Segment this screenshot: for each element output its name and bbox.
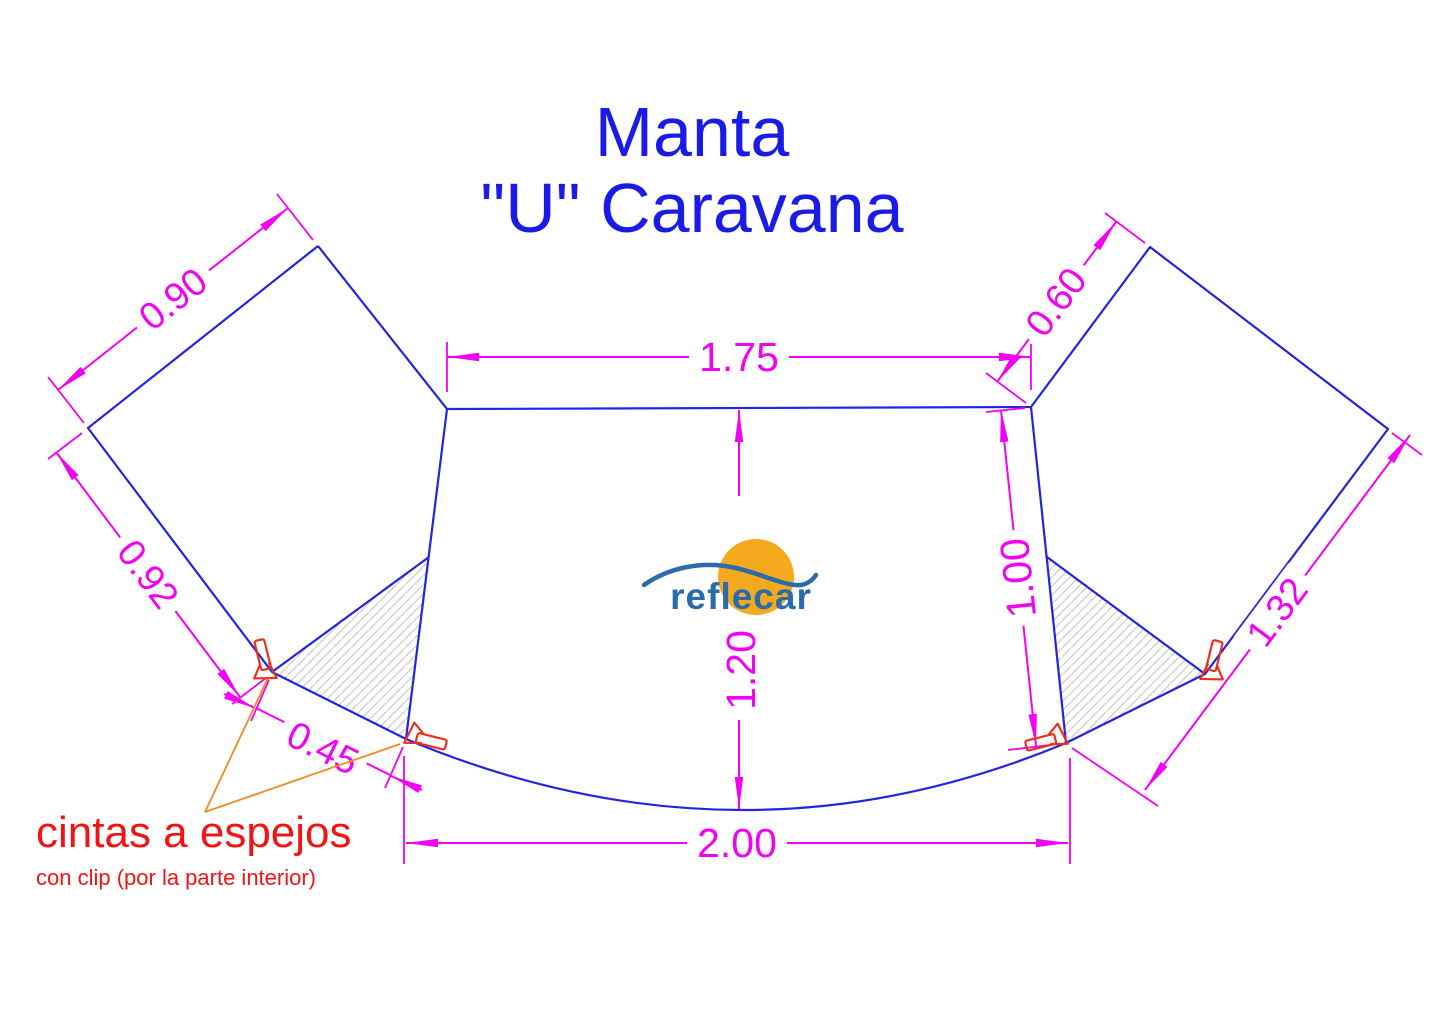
right-gusset-hatch (1047, 557, 1205, 743)
dim-panel-bottom-width: 2.00 (403, 756, 1071, 866)
dim-120-label-group: 1.20 (718, 620, 764, 720)
dim-label-120: 1.20 (718, 630, 764, 710)
title-line1: Manta (594, 93, 790, 171)
dim-left-wing-top: 0.90 (47, 193, 314, 424)
cover-bottom-arc (405, 737, 1067, 812)
dim-panel-right-height: 1.00 (985, 407, 1059, 751)
clip-icon-bottom-right (1021, 721, 1069, 755)
dim-left-wing-side: 0.92 (47, 432, 267, 705)
mirror-strap-leader-lines (204, 677, 401, 813)
dim-panel-top-width: 1.75 (446, 334, 1032, 392)
dim-label-100: 1.00 (991, 536, 1045, 620)
note-heading: cintas a espejos (36, 808, 352, 857)
clip-icon-left-wing (244, 637, 278, 685)
sun-icon (718, 539, 794, 615)
wave-icon (641, 562, 819, 588)
mirror-strap-note: cintas a espejos con clip (por la parte … (36, 808, 352, 891)
dim-label-200: 2.00 (697, 820, 777, 866)
note-subheading: con clip (por la parte interior) (36, 865, 317, 891)
title-line2: "U" Caravana (480, 169, 904, 248)
dim-label-175: 1.75 (699, 334, 779, 380)
left-gusset-hatch (272, 557, 429, 739)
drawing-title: Manta "U" Caravana (292, 94, 1092, 247)
reflecar-logo: reflecar (641, 496, 819, 624)
logo-wordmark: reflecar (670, 576, 812, 617)
